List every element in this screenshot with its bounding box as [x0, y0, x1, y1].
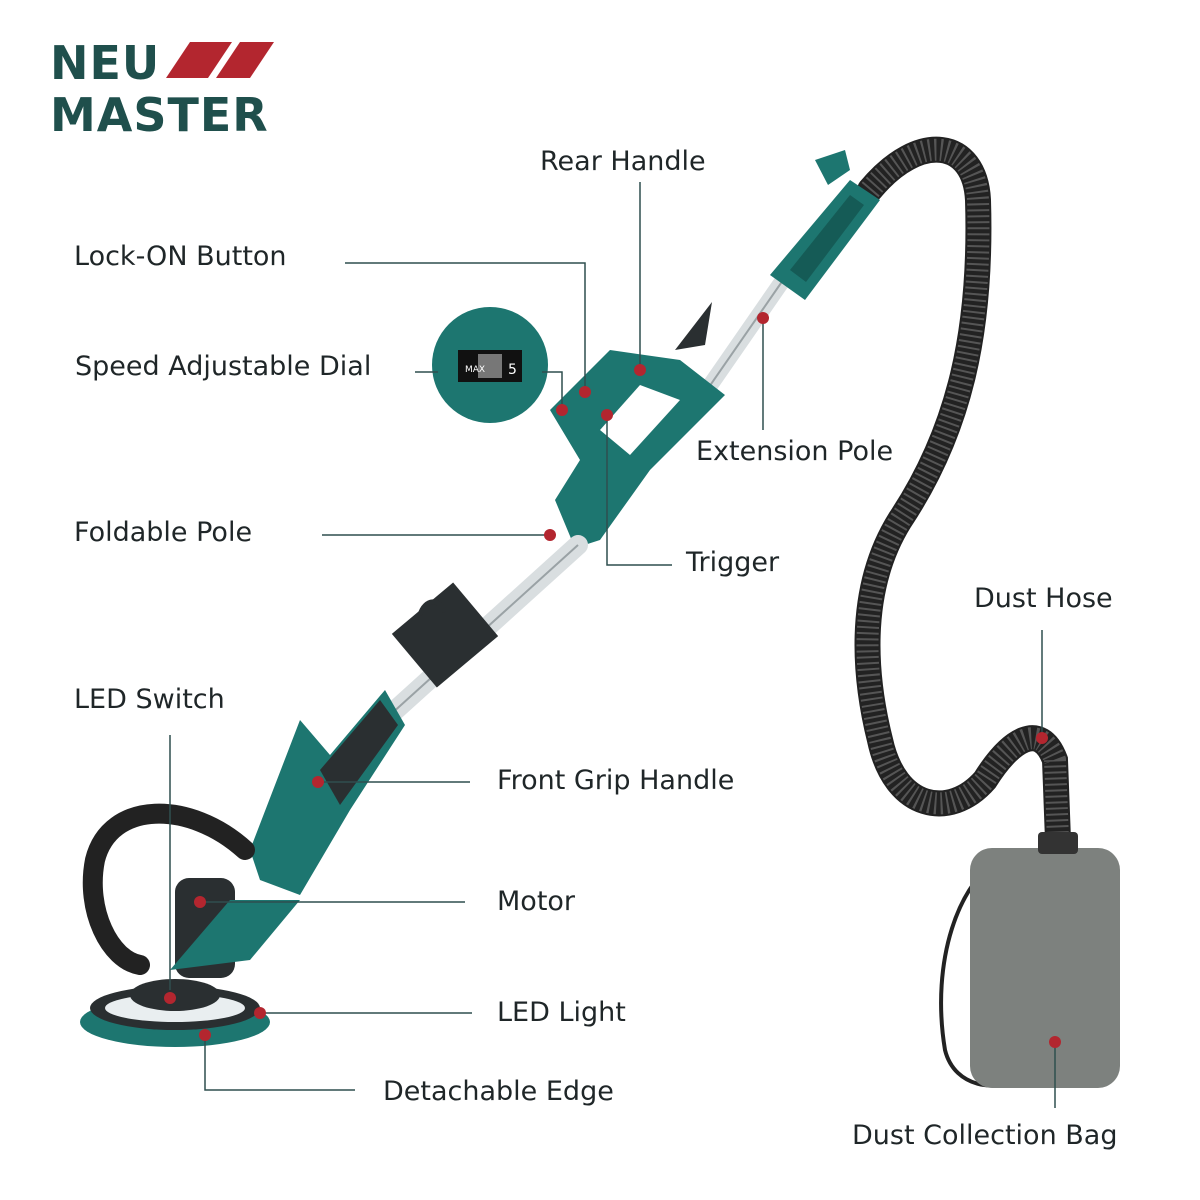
dust-collection-bag — [970, 848, 1120, 1088]
logo-slash-1 — [166, 42, 232, 78]
marker-foldable-pole — [544, 529, 556, 541]
marker-dust-hose — [1036, 732, 1048, 744]
marker-front-grip — [312, 776, 324, 788]
marker-rear-handle — [634, 364, 646, 376]
handle-blade — [675, 302, 712, 350]
main-handle-hole — [600, 385, 680, 455]
dial-number-text: 5 — [508, 362, 517, 378]
marker-dust-bag — [1049, 1036, 1061, 1048]
label-front-grip-handle: Front Grip Handle — [497, 765, 735, 796]
marker-extension-pole — [757, 312, 769, 324]
marker-led-light — [254, 1007, 266, 1019]
main-handle-body — [550, 350, 725, 548]
leader-trigger — [606, 415, 672, 566]
marker-lock-on — [579, 386, 591, 398]
label-extension-pole: Extension Pole — [696, 436, 894, 467]
marker-trigger — [601, 409, 613, 421]
label-motor: Motor — [497, 886, 576, 917]
motor-arm — [170, 900, 300, 970]
logo-slash-2 — [216, 42, 274, 78]
leader-speed-dial-inner — [542, 371, 563, 410]
hinge-clamp — [391, 582, 499, 688]
label-led-light: LED Light — [497, 997, 626, 1028]
label-rear-handle: Rear Handle — [540, 146, 706, 177]
label-lock-on-button: Lock-ON Button — [74, 241, 287, 272]
label-led-switch: LED Switch — [74, 684, 225, 715]
leader-lock-on — [345, 262, 586, 390]
rear-handle-grip — [790, 195, 864, 282]
label-detachable-edge: Detachable Edge — [383, 1076, 614, 1107]
label-foldable-pole: Foldable Pole — [74, 517, 253, 548]
marker-led-switch — [164, 992, 176, 1004]
label-dust-hose: Dust Hose — [974, 583, 1113, 614]
dust-bag-neck — [1038, 832, 1078, 854]
hinge-hook — [417, 599, 448, 616]
leader-detachable-edge — [204, 1035, 355, 1091]
marker-detachable-edge — [199, 1029, 211, 1041]
marker-motor — [194, 896, 206, 908]
label-trigger: Trigger — [686, 547, 780, 578]
head-hose — [82, 803, 255, 975]
marker-speed-dial — [556, 404, 568, 416]
label-speed-adjustable-dial: Speed Adjustable Dial — [75, 351, 372, 382]
extension-pole-edge — [699, 269, 791, 401]
markers — [164, 312, 1061, 1048]
brand-line-1: NEU — [50, 36, 161, 90]
brand-line-2: MASTER — [50, 88, 269, 142]
leader-lines — [169, 182, 1056, 1108]
dial-wheel — [478, 354, 502, 378]
dust-hose-ribs — [856, 138, 1069, 841]
label-dust-collection-bag: Dust Collection Bag — [852, 1120, 1118, 1151]
rear-handle-top — [815, 150, 850, 185]
dial-max-text: MAX — [465, 365, 485, 375]
front-grip-rubber — [320, 700, 398, 805]
